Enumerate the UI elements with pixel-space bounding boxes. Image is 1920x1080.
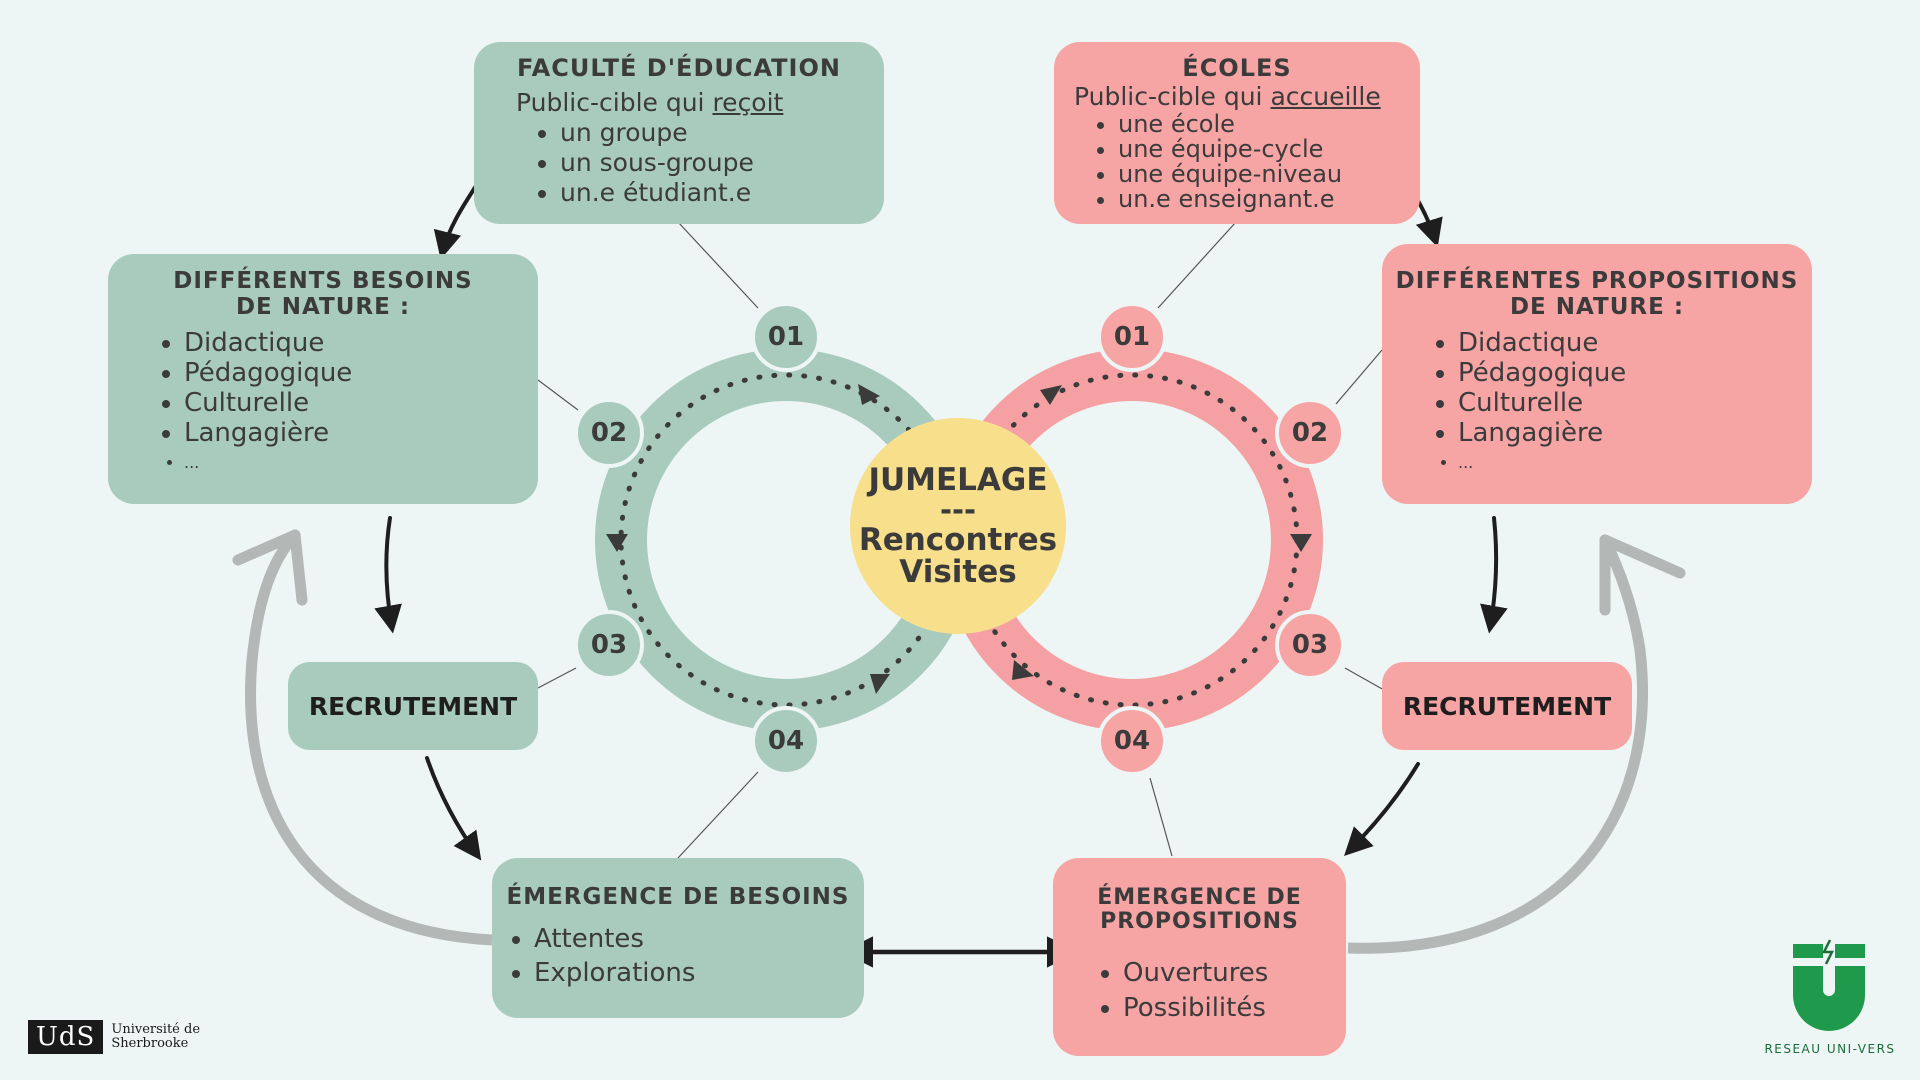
list-item: un.e étudiant.e [560, 178, 884, 208]
besoins-list: Didactique Pédagogique Culturelle Langag… [108, 328, 538, 478]
arrow-besoins-to-recrutement [374, 516, 402, 634]
emergence-propositions-title-line2: PROPOSITIONS [1100, 909, 1299, 934]
list-item: un groupe [560, 118, 884, 148]
uds-logo: UdS Université de Sherbrooke [28, 1020, 201, 1054]
badge-green-02: 02 [574, 398, 644, 468]
propositions-title-line2: DE NATURE : [1509, 294, 1685, 320]
ring-green-arrow-2 [606, 534, 628, 552]
ring-pink-arrow-2 [1290, 534, 1312, 552]
faculte-sub-underlined: reçoit [712, 88, 784, 117]
badge-pink-01: 01 [1097, 302, 1167, 372]
list-item: Attentes [534, 922, 864, 956]
center-line3: Rencontres [858, 522, 1058, 558]
ecoles-sub-underlined: accueille [1270, 82, 1381, 111]
center-line4: Visites [899, 554, 1017, 590]
list-item: Pédagogique [184, 358, 538, 388]
reseau-logo-mark [1793, 939, 1865, 1031]
loop-left [245, 531, 493, 946]
list-item: Culturelle [184, 388, 538, 418]
badge-pink-03: 03 [1275, 610, 1345, 680]
faculte-title: FACULTÉ D'ÉDUCATION [517, 54, 841, 82]
list-item: Explorations [534, 956, 864, 990]
reseau-label: RESEAU UNI-VERS [1764, 1042, 1896, 1056]
list-item: une équipe-cycle [1118, 137, 1420, 162]
ecoles-box: ÉCOLES Public-cible qui accueille une éc… [1054, 42, 1420, 224]
loop-right [1347, 537, 1649, 954]
uds-name-line1: Université de [111, 1022, 201, 1037]
propositions-box: DIFFÉRENTES PROPOSITIONS DE NATURE : Did… [1382, 244, 1812, 504]
ring-pink-arrow-1 [1040, 385, 1062, 405]
list-item: Culturelle [1458, 388, 1812, 418]
propositions-title-line1: DIFFÉRENTES PROPOSITIONS [1395, 268, 1799, 294]
list-item: une école [1118, 112, 1420, 137]
jumelage-center: JUMELAGE --- Rencontres Visites [850, 418, 1066, 634]
center-line1: JUMELAGE [868, 462, 1048, 498]
list-item: Didactique [184, 328, 538, 358]
list-item: ... [1458, 448, 1812, 478]
arrow-recrutement-to-emergence-right [1344, 762, 1420, 856]
ring-green-arrow-1 [858, 384, 880, 405]
emergence-propositions-box: ÉMERGENCE DE PROPOSITIONS Ouvertures Pos… [1053, 858, 1346, 1056]
faculte-list: un groupe un sous-groupe un.e étudiant.e [516, 118, 884, 208]
list-item: Pédagogique [1458, 358, 1812, 388]
arrow-propositions-to-recrutement [1480, 516, 1508, 634]
ecoles-subtitle: Public-cible qui accueille [1074, 82, 1420, 112]
emergence-besoins-box: ÉMERGENCE DE BESOINS Attentes Exploratio… [492, 858, 864, 1018]
faculte-sub-prefix: Public-cible qui [516, 88, 713, 117]
uds-mark: UdS [28, 1020, 104, 1054]
loop-left-head-b [289, 529, 308, 606]
arrow-recrutement-to-emergence [425, 756, 482, 861]
list-item: ... [184, 448, 538, 478]
besoins-box: DIFFÉRENTS BESOINS DE NATURE : Didactiqu… [108, 254, 538, 504]
ecoles-title: ÉCOLES [1182, 54, 1292, 82]
center-line2: --- [939, 493, 977, 527]
recrutement-right: RECRUTEMENT [1382, 662, 1632, 750]
list-item: un.e enseignant.e [1118, 187, 1420, 212]
ring-green-arrow-3 [870, 674, 890, 694]
list-item: Ouvertures [1123, 956, 1346, 991]
list-item: Didactique [1458, 328, 1812, 358]
loop-left-head-a [232, 529, 301, 566]
faculte-box: FACULTÉ D'ÉDUCATION Public-cible qui reç… [474, 42, 884, 224]
recrutement-left: RECRUTEMENT [288, 662, 538, 750]
list-item: une équipe-niveau [1118, 162, 1420, 187]
badge-green-01: 01 [751, 302, 821, 372]
propositions-list: Didactique Pédagogique Culturelle Langag… [1382, 328, 1812, 478]
list-item: Langagière [184, 418, 538, 448]
ecoles-list: une école une équipe-cycle une équipe-ni… [1074, 112, 1420, 212]
badge-pink-02: 02 [1275, 398, 1345, 468]
emergence-propositions-title-line1: ÉMERGENCE DE [1097, 885, 1302, 910]
faculte-subtitle: Public-cible qui reçoit [516, 88, 884, 118]
besoins-title-line1: DIFFÉRENTS BESOINS [173, 268, 473, 294]
uds-name-line2: Sherbrooke [111, 1036, 189, 1051]
ecoles-sub-prefix: Public-cible qui [1074, 82, 1271, 111]
ring-pink-arrow-3 [1012, 660, 1034, 680]
list-item: un sous-groupe [560, 148, 884, 178]
list-item: Langagière [1458, 418, 1812, 448]
emergence-besoins-title: ÉMERGENCE DE BESOINS [506, 884, 850, 910]
besoins-title-line2: DE NATURE : [235, 294, 411, 320]
uds-name: Université de Sherbrooke [111, 1023, 201, 1051]
emergence-besoins-list: Attentes Explorations [492, 922, 864, 990]
loop-right-head-b [1599, 534, 1686, 579]
list-item: Possibilités [1123, 991, 1346, 1026]
badge-green-03: 03 [574, 610, 644, 680]
badge-pink-04: 04 [1097, 706, 1167, 776]
badge-green-04: 04 [751, 706, 821, 776]
emergence-propositions-list: Ouvertures Possibilités [1053, 956, 1346, 1026]
